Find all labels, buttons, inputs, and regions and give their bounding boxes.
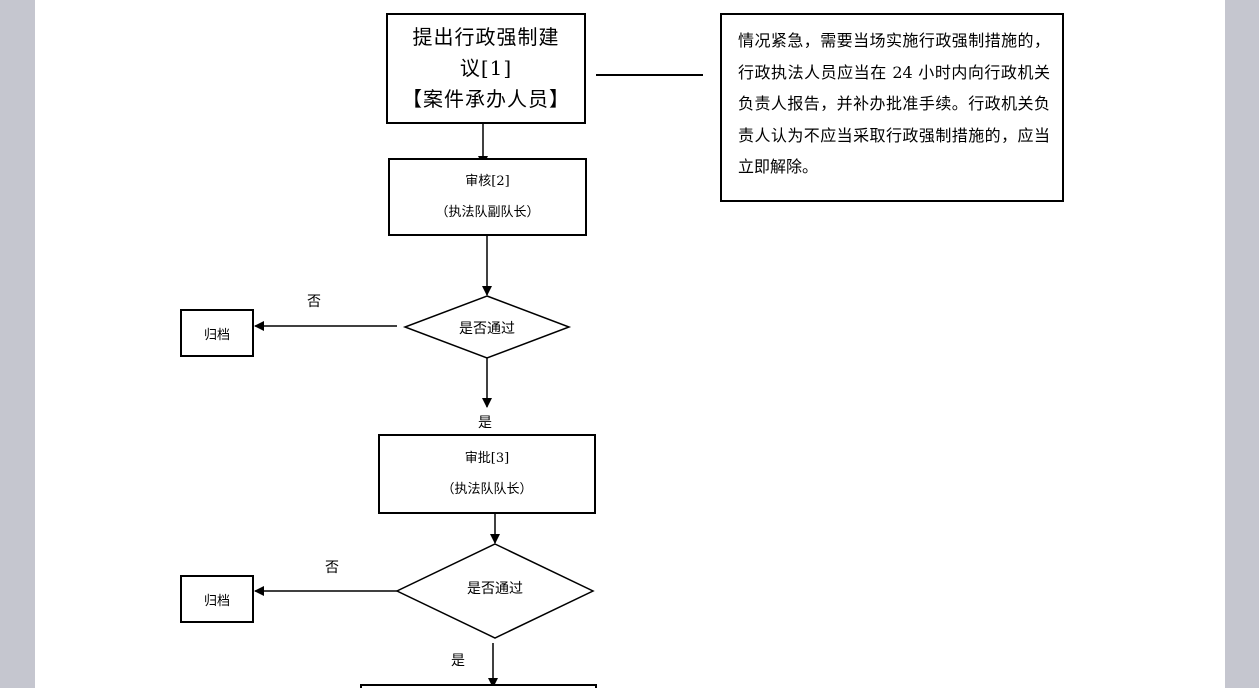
decision1-yes-label: 是 <box>478 415 492 431</box>
next-step-box-partial <box>360 684 597 688</box>
archive2-label: 归档 <box>203 593 230 609</box>
archive1-box: 归档 <box>180 309 254 357</box>
decision2-label: 是否通过 <box>467 581 523 597</box>
decision2-yes-label: 是 <box>451 653 465 669</box>
urgent-note-box: 情况紧急，需要当场实施行政强制措施的，行政执法人员应当在 24 小时内向行政机关… <box>720 13 1064 202</box>
decision1-label: 是否通过 <box>459 321 515 337</box>
decision2-no-label: 否 <box>325 560 339 576</box>
approve-line2: （执法队队长） <box>441 482 533 497</box>
decision2-diamond <box>395 543 595 639</box>
approve-line1: 审批[3] <box>464 451 510 466</box>
decision1-diamond <box>402 295 572 359</box>
review-box: 审核[2] （执法队副队长） <box>388 158 587 236</box>
urgent-note-text: 情况紧急，需要当场实施行政强制措施的，行政执法人员应当在 24 小时内向行政机关… <box>738 31 1050 176</box>
propose-box: 提出行政强制建 议[1] 【案件承办人员】 <box>386 13 586 124</box>
approve-box: 审批[3] （执法队队长） <box>378 434 596 514</box>
propose-line1: 提出行政强制建 <box>412 25 560 49</box>
archive2-box: 归档 <box>180 575 254 623</box>
archive1-label: 归档 <box>203 327 230 343</box>
propose-line3: 【案件承办人员】 <box>402 87 570 111</box>
decision1-no-label: 否 <box>307 294 321 310</box>
propose-line2: 议[1] <box>459 56 513 80</box>
review-line2: （执法队副队长） <box>435 205 540 220</box>
review-line1: 审核[2] <box>465 174 510 189</box>
